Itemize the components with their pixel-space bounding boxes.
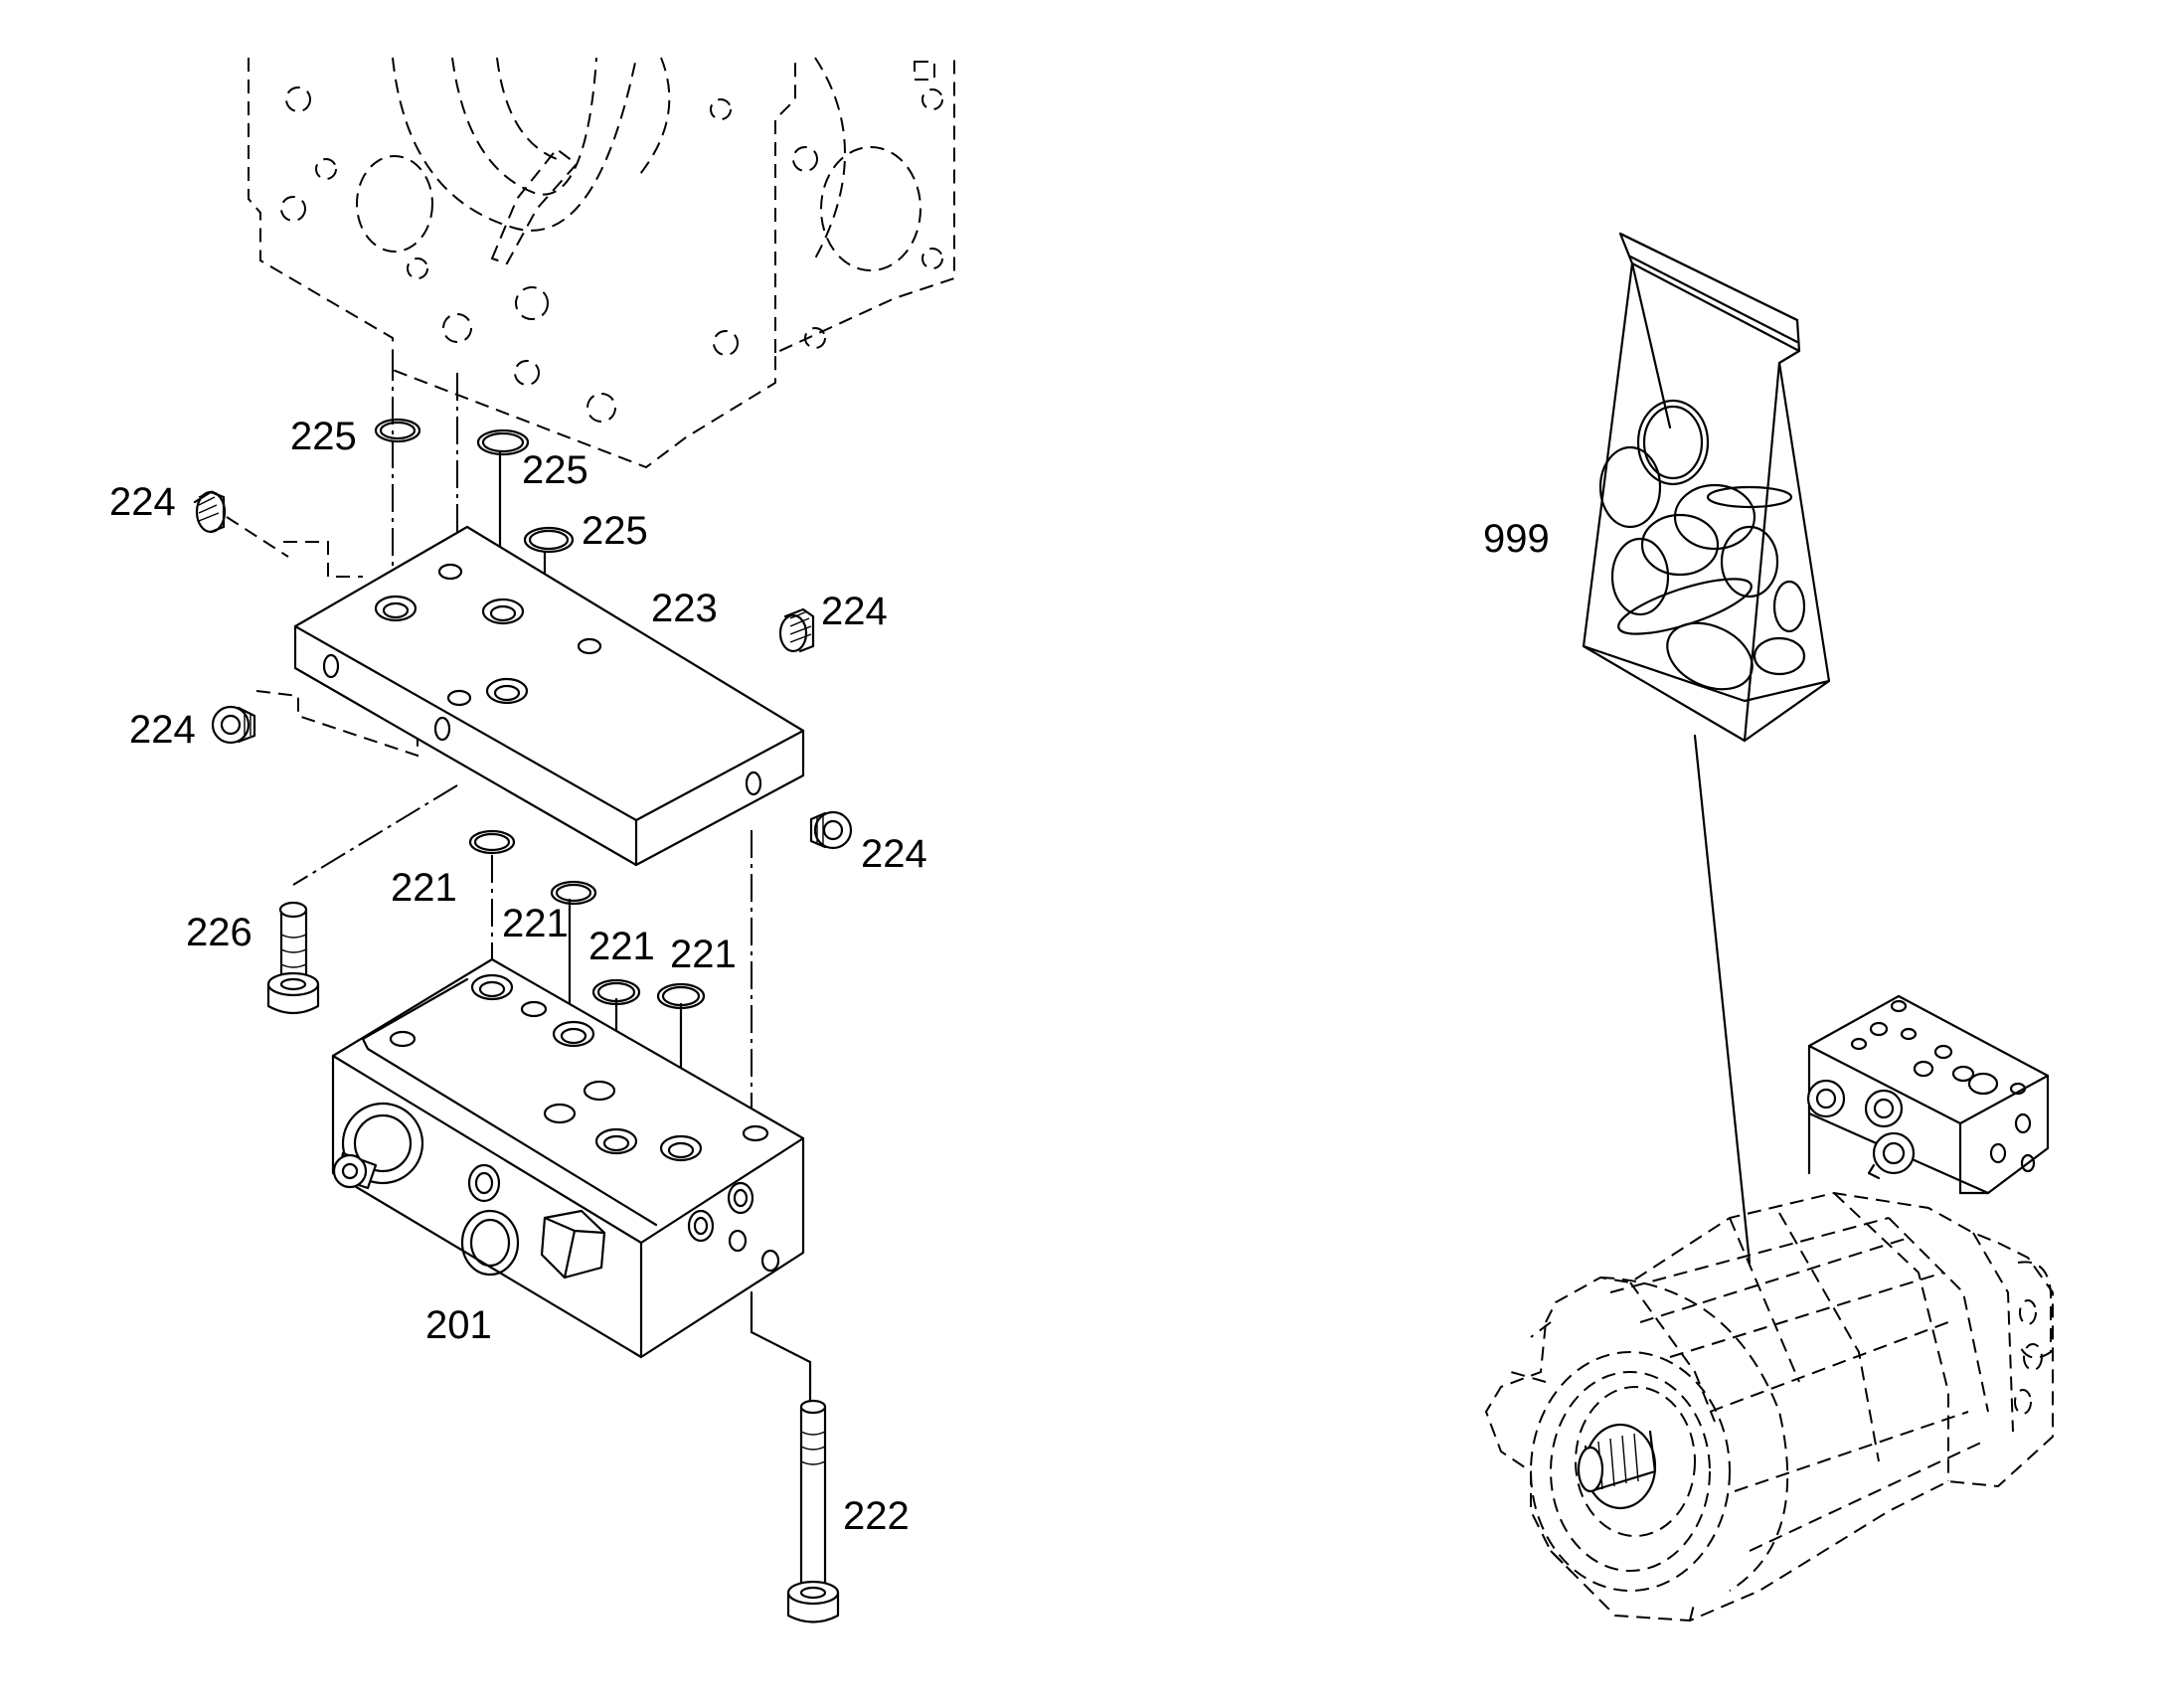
o-rings-221 — [468, 829, 706, 1010]
motor-assembly — [1484, 994, 2054, 1623]
pump-housing — [248, 57, 955, 469]
callout-221d: 221 — [670, 933, 737, 976]
callout-224d: 224 — [861, 832, 927, 876]
callout-222: 222 — [843, 1494, 910, 1538]
callout-224c: 224 — [129, 708, 196, 752]
adapter-plate-223 — [293, 525, 805, 867]
plugs-224 — [193, 490, 853, 850]
callout-224a: 224 — [109, 480, 176, 524]
plug-224-d — [809, 810, 853, 850]
motor-body — [1484, 1191, 2054, 1623]
plug-224-c — [211, 705, 256, 745]
callout-225c: 225 — [582, 509, 648, 553]
callout-221a: 221 — [391, 866, 457, 910]
callout-225b: 225 — [522, 448, 588, 492]
callout-224b: 224 — [821, 590, 888, 633]
plug-224-a — [193, 490, 227, 534]
bolt-222 — [786, 1399, 840, 1623]
seal-kit-999 — [1582, 232, 1831, 743]
valve-front-fittings — [332, 1102, 606, 1280]
callout-221b: 221 — [502, 902, 569, 945]
callout-999: 999 — [1483, 517, 1550, 561]
plug-224-b — [778, 607, 815, 653]
callout-labels: 225 225 225 224 223 224 224 224 221 221 … — [109, 415, 1550, 1538]
motor-fittings — [1806, 1079, 1916, 1180]
bolt-226 — [266, 901, 320, 1015]
callout-225a: 225 — [290, 415, 357, 458]
callout-223: 223 — [651, 587, 718, 630]
motor-valve-block — [1807, 994, 2050, 1195]
o-rings-225 — [374, 418, 575, 554]
seal-rings — [1598, 399, 1806, 691]
valve-block-201 — [331, 957, 805, 1359]
callout-221c: 221 — [588, 925, 655, 968]
callout-201: 201 — [425, 1303, 492, 1347]
callout-226: 226 — [186, 911, 252, 954]
plate-ports — [322, 563, 762, 796]
valve-top-ports — [389, 973, 769, 1162]
valve-side-ports — [687, 1181, 780, 1273]
